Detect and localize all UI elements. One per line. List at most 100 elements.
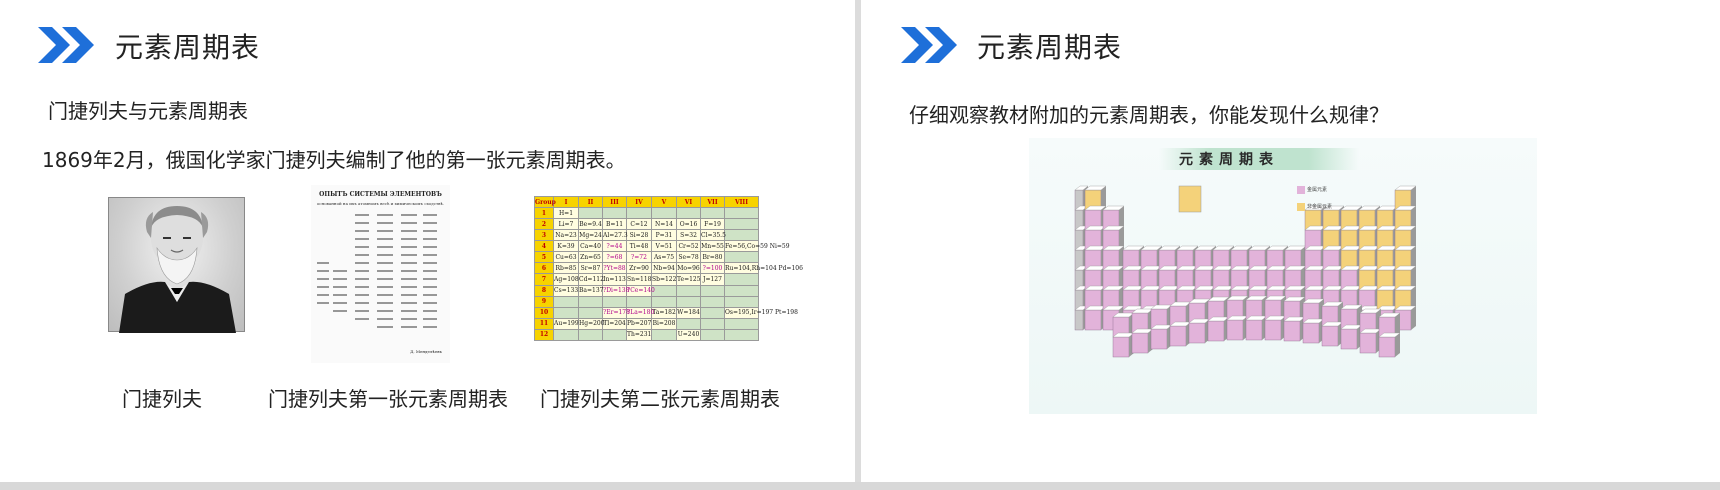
- table-cell: O=16: [676, 218, 701, 231]
- slide-1: 元素周期表 门捷列夫与元素周期表 1869年2月，俄国化学家门捷列夫编制了他的第…: [0, 0, 855, 482]
- table-cell: [700, 284, 725, 297]
- element-block: [1321, 321, 1344, 347]
- table-cell: [602, 207, 627, 220]
- table-cell: [676, 317, 701, 330]
- table-cell: V=51: [651, 240, 677, 253]
- first-table-signature: Д. Менделѣевъ: [410, 349, 442, 354]
- table-cell: [676, 284, 701, 297]
- table-cell: Mg=24: [578, 229, 603, 242]
- element-block: [1283, 296, 1306, 322]
- table-header-cell: IV: [626, 195, 652, 209]
- table-cell: Ag=108: [553, 273, 579, 286]
- element-block: [1112, 332, 1135, 358]
- table-cell: Se=78: [676, 251, 701, 264]
- table-cell: [724, 229, 759, 242]
- table-cell: [553, 328, 579, 342]
- table-cell: [700, 295, 725, 308]
- element-block: [1378, 312, 1401, 338]
- table-cell: ?=44: [602, 240, 627, 253]
- element-block: [1226, 295, 1249, 321]
- first-table-columns: [317, 214, 437, 328]
- table-cell: Th=231: [626, 328, 652, 342]
- element-block: [1102, 245, 1125, 271]
- table-cell: Sn=118: [626, 273, 652, 286]
- element-block: [1394, 265, 1417, 291]
- period-number-cell: 12: [534, 328, 554, 342]
- mendeleev-portrait-image: [108, 197, 245, 333]
- table-header-cell: VIII: [724, 195, 759, 209]
- table-cell: ?La=180: [626, 306, 654, 319]
- element-block: [1207, 316, 1230, 342]
- textbook-periodic-table-image: 元素周期表 金属元素 非金属元素: [1029, 138, 1537, 414]
- caption-first-table: 门捷列夫第一张元素周期表: [268, 387, 508, 411]
- element-block: [1283, 316, 1306, 342]
- table-cell: Zr=90: [626, 262, 652, 275]
- table-cell: [676, 295, 701, 308]
- table-cell: Cd=112: [578, 273, 604, 286]
- table-cell: [602, 328, 627, 342]
- table-cell: [578, 207, 603, 220]
- table-cell: P=31: [651, 229, 677, 242]
- element-block: [1084, 185, 1107, 211]
- caption-mendeleev: 门捷列夫: [122, 387, 202, 411]
- slide-divider: [855, 0, 861, 490]
- table-row: 9: [534, 295, 759, 308]
- table-cell: Nb=94: [651, 262, 677, 275]
- caption-second-table: 门捷列夫第二张元素周期表: [540, 387, 780, 411]
- table-cell: J=127: [700, 273, 725, 286]
- element-block: [1302, 318, 1325, 344]
- element-block: [1226, 315, 1249, 341]
- table-header-cell: I: [553, 195, 579, 209]
- table-cell: [724, 295, 759, 308]
- element-block: [1359, 328, 1382, 354]
- question-text: 仔细观察教材附加的元素周期表，你能发现什么规律？: [909, 103, 1389, 127]
- table-cell: Na=23: [553, 229, 579, 242]
- period-number-cell: 7: [534, 273, 554, 286]
- table-cell: Mo=96: [676, 262, 701, 275]
- table-cell: [724, 207, 759, 220]
- table-header-cell: Group: [534, 195, 556, 209]
- table-cell: [700, 306, 725, 319]
- first-table-heading: ОПЫТЪ СИСТЕМЫ ЭЛЕМЕНТОВЪ: [319, 191, 442, 198]
- element-block: [1188, 318, 1211, 344]
- table-cell: Sr=87: [578, 262, 603, 275]
- periodic-3d-blocks: [1074, 185, 1417, 358]
- legend-nonmetal-swatch: [1297, 203, 1305, 211]
- table-cell: [626, 295, 652, 308]
- table-cell: ?Ce=140: [626, 284, 655, 297]
- first-table-subheading: основанной на ихъ атомномъ весѣ и химиче…: [316, 201, 445, 206]
- legend-nonmetal: 非金属元素: [1307, 204, 1333, 210]
- element-block: [1376, 285, 1399, 311]
- period-number-cell: 3: [534, 229, 554, 242]
- table-cell: Bi=208: [651, 317, 677, 330]
- element-block: [1378, 332, 1401, 358]
- table-cell: Zn=65: [578, 251, 603, 264]
- period-number-cell: 4: [534, 240, 554, 253]
- element-block: [1131, 328, 1154, 354]
- table-cell: Ca=40: [578, 240, 603, 253]
- chevron-arrows-icon: [901, 27, 957, 63]
- element-block: [1394, 185, 1417, 211]
- element-block: [1394, 205, 1417, 231]
- table-cell: ?Di=138: [602, 284, 629, 297]
- table-cell: Hg=200: [578, 317, 605, 330]
- period-number-cell: 2: [534, 218, 554, 231]
- table-cell: Te=125: [676, 273, 701, 286]
- element-block: [1284, 265, 1307, 291]
- table-cell: F=19: [700, 218, 725, 231]
- table-cell: ?Yt=88: [602, 262, 627, 275]
- table-cell: [724, 218, 759, 231]
- table-cell: [676, 207, 701, 220]
- element-block: [1394, 285, 1417, 311]
- table-cell: [553, 295, 579, 308]
- element-block: [1169, 321, 1192, 347]
- element-block: [1321, 301, 1344, 327]
- table-cell: Ba=137: [578, 284, 603, 297]
